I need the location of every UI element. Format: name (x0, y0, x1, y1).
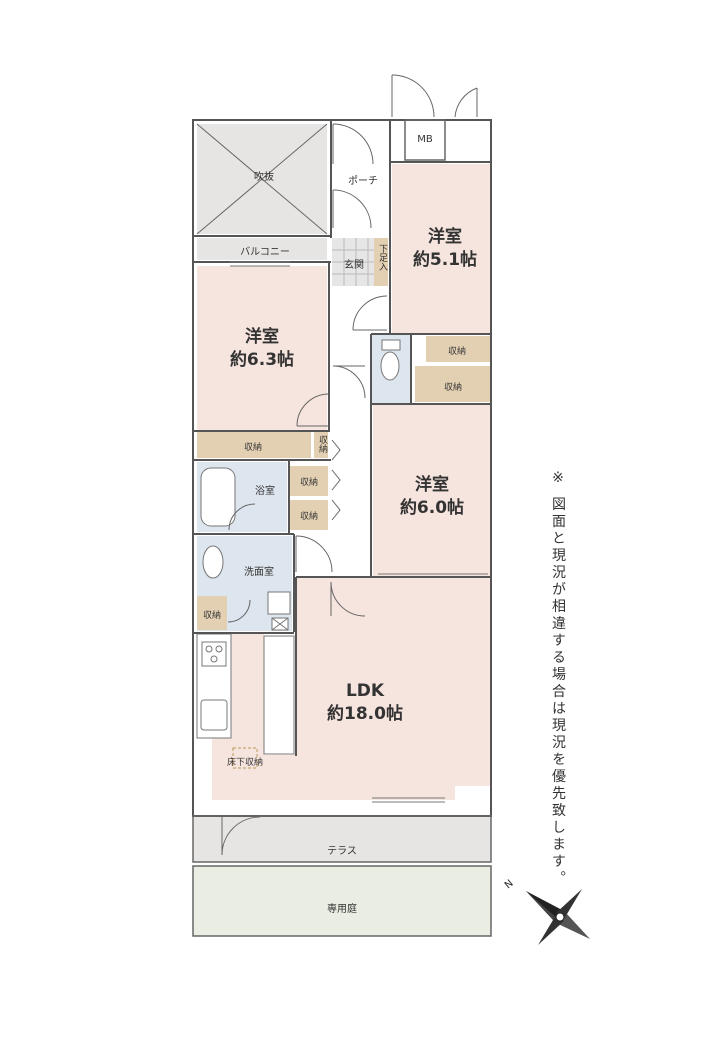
stove-icon (201, 641, 227, 667)
room-a-label: 洋室 約5.1帖 (400, 226, 490, 272)
storage-hall-1 (290, 466, 328, 496)
ldk-label: LDK 約18.0帖 (310, 680, 420, 726)
room-b-name: 洋室 (245, 327, 279, 347)
underfloor-hatch (232, 747, 258, 769)
storage-b-small-label: 収納 (317, 435, 327, 453)
garden-label: 専用庭 (327, 904, 357, 915)
room-c-label: 洋室 約6.0帖 (382, 474, 482, 520)
storage-a-label: 収納 (447, 347, 466, 357)
storage-b-label: 収納 (243, 443, 262, 453)
mb-label: MB (417, 134, 433, 145)
underfloor-label: 床下収納 (226, 758, 263, 768)
ldk-size: 約18.0帖 (327, 703, 403, 724)
washer-icon (267, 591, 291, 615)
storage-wash (197, 596, 227, 630)
sink-icon (200, 699, 228, 731)
balcony-label: バルコニー (240, 247, 290, 258)
kitchen-island (263, 635, 295, 755)
room-a-name: 洋室 (428, 227, 462, 247)
genkan-label: 玄関 (344, 260, 364, 271)
kitchen-counter (196, 633, 232, 739)
ldk-name: LDK (345, 681, 385, 701)
genkan-tiles (332, 238, 380, 286)
shoe-storage (374, 238, 388, 286)
exterior-borders (192, 119, 492, 937)
storage-hall-1-label: 収納 (299, 478, 318, 488)
garden-area (193, 866, 491, 936)
storage-a (426, 336, 490, 362)
bathtub-icon (200, 467, 236, 527)
storage-b-small (314, 432, 328, 458)
room-a (392, 164, 491, 334)
terrace-label: テラス (327, 846, 357, 857)
disclaimer-note: ※ 図面と現況が相違する場合は現況を優先致します。 (550, 470, 566, 888)
storage-wc (415, 366, 490, 402)
bathroom-label: 浴室 (255, 486, 275, 497)
storage-hall-2-label: 収納 (299, 512, 318, 522)
svg-text:N: N (503, 878, 516, 891)
door-swings (221, 74, 478, 856)
room-b (197, 266, 327, 430)
terrace-area (193, 816, 491, 862)
toilet-icon (380, 351, 400, 381)
washbasin-icon (202, 545, 224, 579)
ldk-room (212, 578, 491, 800)
room-c (373, 404, 491, 577)
room-a-size: 約5.1帖 (412, 249, 478, 270)
room-b-label: 洋室 約6.3帖 (212, 326, 312, 372)
room-b-size: 約6.3帖 (229, 349, 295, 370)
room-c-name: 洋室 (415, 475, 449, 495)
compass-icon: N (503, 878, 590, 945)
storage-b (197, 432, 311, 458)
shoe-storage-label: 下足入 (377, 244, 387, 271)
storage-hall-2 (290, 500, 328, 530)
balcony-area (197, 238, 327, 260)
washroom-label: 洗面室 (244, 567, 274, 578)
porch-label: ポーチ (348, 176, 378, 187)
fukinuke-label: 吹抜 (254, 172, 274, 183)
room-c-size: 約6.0帖 (399, 497, 465, 518)
storage-wc-label: 収納 (443, 383, 462, 393)
windows (230, 261, 488, 803)
storage-wash-label: 収納 (202, 611, 221, 621)
